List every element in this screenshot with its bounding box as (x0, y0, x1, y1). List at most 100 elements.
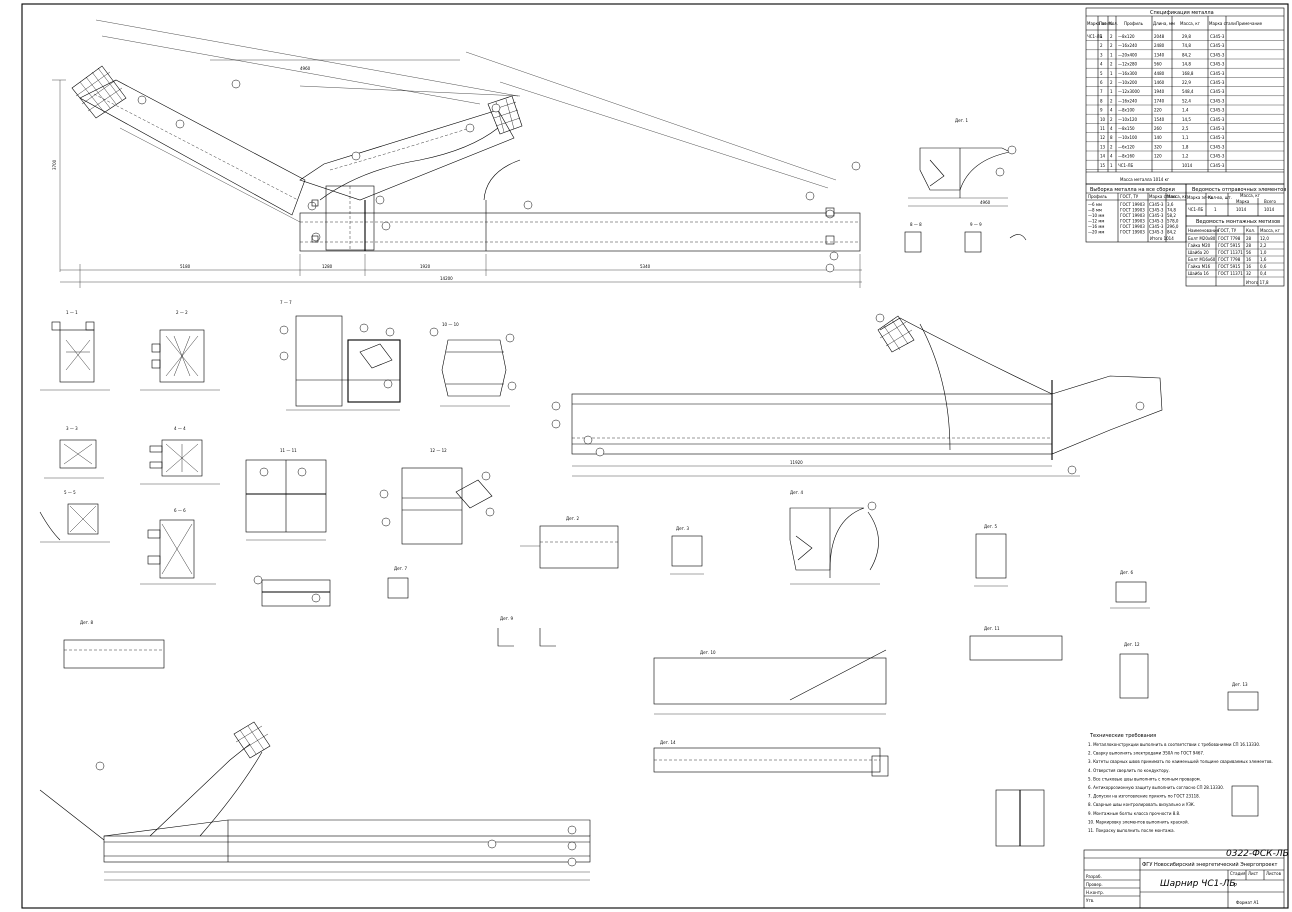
spec-cell: С345-3 (1210, 126, 1225, 131)
role-1: Провер. (1086, 882, 1103, 887)
section-1-1: 1 — 1 (40, 310, 110, 391)
note-line: 2. Сварку выполнять электродами Э50А по … (1088, 751, 1204, 756)
notes-title: Технические требования (1089, 733, 1156, 739)
spec-cell: 15 (1100, 163, 1106, 168)
spec-cell: 1,8 (1182, 144, 1189, 149)
spec-cell: —12х280 (1118, 62, 1138, 67)
spec-cell: 14 (1100, 154, 1106, 159)
fasteners-h-3: Масса, кг (1260, 228, 1280, 233)
detail-7: Дет. 7 (387, 566, 409, 599)
spec-h-3: Профиль (1124, 21, 1144, 26)
sample-h-3: Масса, кг (1167, 194, 1187, 199)
dispatch-title: Ведомость отправочных элементов (1192, 187, 1286, 193)
sample-cell: —16 мм (1088, 224, 1104, 229)
spec-cell: 11 (1100, 126, 1106, 131)
spec-h-2: Кол. (1109, 21, 1118, 26)
fastener-cell: 0,4 (1260, 271, 1267, 276)
spec-cell: С345-3 (1210, 154, 1225, 159)
sample-cell: С345-3 (1149, 213, 1164, 218)
spec-cell: 4 (1110, 108, 1113, 113)
spec-cell: —8х150 (1118, 126, 1135, 131)
sample-h-1: ГОСТ, ТУ (1120, 194, 1139, 199)
detail-label-3: Дет. 3 (676, 526, 689, 531)
section-label-7: 7 — 7 (280, 300, 292, 305)
sample-cell: 578,0 (1167, 219, 1179, 224)
dispatch-r-0: ЧС1-ЛБ (1188, 207, 1204, 212)
spec-cell: С345-3 (1210, 34, 1225, 39)
fastener-cell: 1,0 (1260, 250, 1267, 255)
spec-cell: 1,4 (1182, 108, 1189, 113)
spec-cell: 8 (1110, 135, 1113, 140)
spec-cell: 1014 (1182, 163, 1193, 168)
detail-13: Дет. 13 (1227, 682, 1259, 711)
left-bolt-pack (71, 65, 127, 119)
fastener-cell: Шайба 16 (1188, 271, 1209, 276)
sample-cell: ГОСТ 19903 (1120, 208, 1145, 213)
spec-cell: ЧС1-ЛБ (1087, 34, 1103, 39)
fastener-cell: Болт М20х80 (1188, 236, 1216, 241)
fastener-cell: Шайба 20 (1188, 250, 1209, 255)
main-elevation: 5180 1280 1920 5340 14200 3700 4960 (52, 19, 862, 288)
spec-cell: 2048 (1154, 34, 1165, 39)
spec-cell: 2 (1110, 144, 1113, 149)
sample-title: Выборка металла на все сборки (1090, 187, 1175, 193)
note-line: 4. Отверстия сверлить по кондуктору. (1088, 768, 1170, 773)
note-line: 3. Катеты сварных швов принимать по наим… (1088, 759, 1273, 764)
spec-cell: —8х100 (1118, 108, 1135, 113)
sheet-label: Лист (1248, 871, 1259, 876)
detail-label-11: Дет. 11 (984, 626, 1000, 631)
spec-cell: 548,4 (1182, 89, 1194, 94)
elev2-bolt-pack (877, 315, 915, 353)
fastener-cell: ГОСТ 5915 (1218, 264, 1241, 269)
section-label-11: 11 — 11 (280, 448, 297, 453)
note-line: 9. Монтажные болты класса прочности 8.8. (1088, 811, 1180, 816)
sample-cell: —20 мм (1088, 230, 1104, 235)
detail-label-9: Дет. 9 (500, 616, 513, 621)
spec-cell: —12х3000 (1118, 89, 1140, 94)
sample-cell: 74,8 (1167, 208, 1176, 213)
spec-cell: 220 (1154, 108, 1162, 113)
spec-h-1: Поз. (1099, 21, 1108, 26)
detail-label-14: Дет. 14 (660, 740, 676, 745)
spec-cell: С345-3 (1210, 80, 1225, 85)
spec-cell: —10х120 (1118, 117, 1138, 122)
sample-cell: ГОСТ 19903 (1120, 213, 1145, 218)
spec-cell: —16х300 (1118, 71, 1138, 76)
sample-cell: С345-3 (1149, 208, 1164, 213)
spec-h-6: Марка стали (1209, 21, 1236, 26)
spec-cell: 74,8 (1182, 43, 1191, 48)
fastener-cell: ГОСТ 7798 (1218, 236, 1241, 241)
spec-cell: 2,5 (1182, 126, 1189, 131)
section-6-6: 6 — 6 (140, 508, 216, 585)
role-2: Н.контр. (1086, 890, 1104, 895)
spec-cell: 2 (1110, 43, 1113, 48)
spec-cell: —20х400 (1118, 52, 1138, 57)
fasteners-table: Ведомость монтажных метизов Наименование… (1185, 215, 1285, 287)
spec-cell: 2 (1110, 34, 1113, 39)
spec-cell: 1,2 (1182, 154, 1189, 159)
spec-cell: 52,4 (1182, 98, 1191, 103)
dispatch-h-1: Кол-во, шт. (1208, 195, 1232, 200)
svg-text:4960: 4960 (980, 200, 991, 205)
note-line: 11. Покраску выполнить после монтажа. (1088, 828, 1175, 833)
dim-span-1: 5180 (180, 264, 191, 269)
spec-cell: 320 (1154, 144, 1162, 149)
detail-label-6: Дет. 6 (1120, 570, 1133, 575)
sample-cell: С345-3 (1149, 224, 1164, 229)
fastener-cell: 2,2 (1260, 243, 1267, 248)
section-8-8: 11 — 11 (245, 448, 327, 541)
dispatch-r-2: 1014 (1236, 207, 1247, 212)
section-5-5: 5 — 5 (39, 490, 110, 543)
spec-cell: 140 (1154, 135, 1162, 140)
spec-cell: 29,8 (1182, 34, 1191, 39)
spec-cell: 1460 (1154, 80, 1165, 85)
section-2-2: 2 — 2 (140, 310, 220, 391)
dim-span-2: 1920 (420, 264, 431, 269)
fastener-cell: 1,6 (1260, 257, 1267, 262)
section-label-10: 10 — 10 (442, 322, 459, 327)
dim-span-0: 1280 (322, 264, 333, 269)
fastener-cell: 16 (1246, 257, 1252, 262)
fastener-cell: Болт М16х60 (1188, 257, 1216, 262)
